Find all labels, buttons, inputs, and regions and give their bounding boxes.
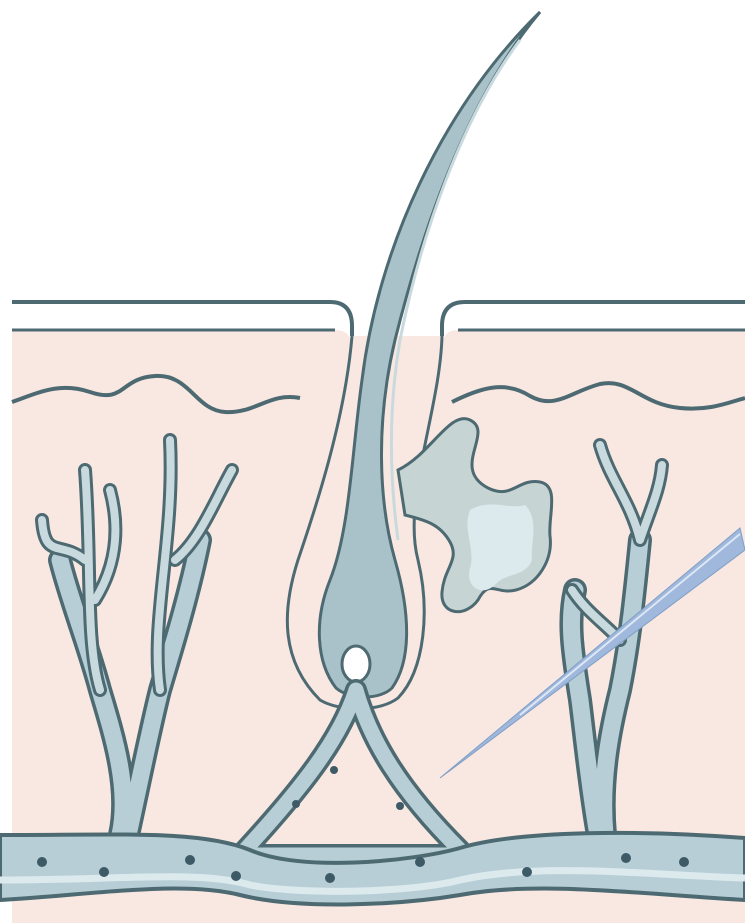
- blood-cell: [185, 855, 195, 865]
- blood-cell: [522, 867, 532, 877]
- blood-cell: [621, 853, 631, 863]
- blood-cell: [37, 857, 47, 867]
- blood-cell: [292, 800, 300, 808]
- blood-cell: [679, 857, 689, 867]
- blood-cell: [325, 873, 335, 883]
- dermal-papilla: [342, 646, 370, 682]
- blood-cell: [231, 871, 241, 881]
- blood-cell: [99, 867, 109, 877]
- blood-cell: [396, 802, 404, 810]
- blood-cell: [415, 857, 425, 867]
- blood-cell: [330, 766, 338, 774]
